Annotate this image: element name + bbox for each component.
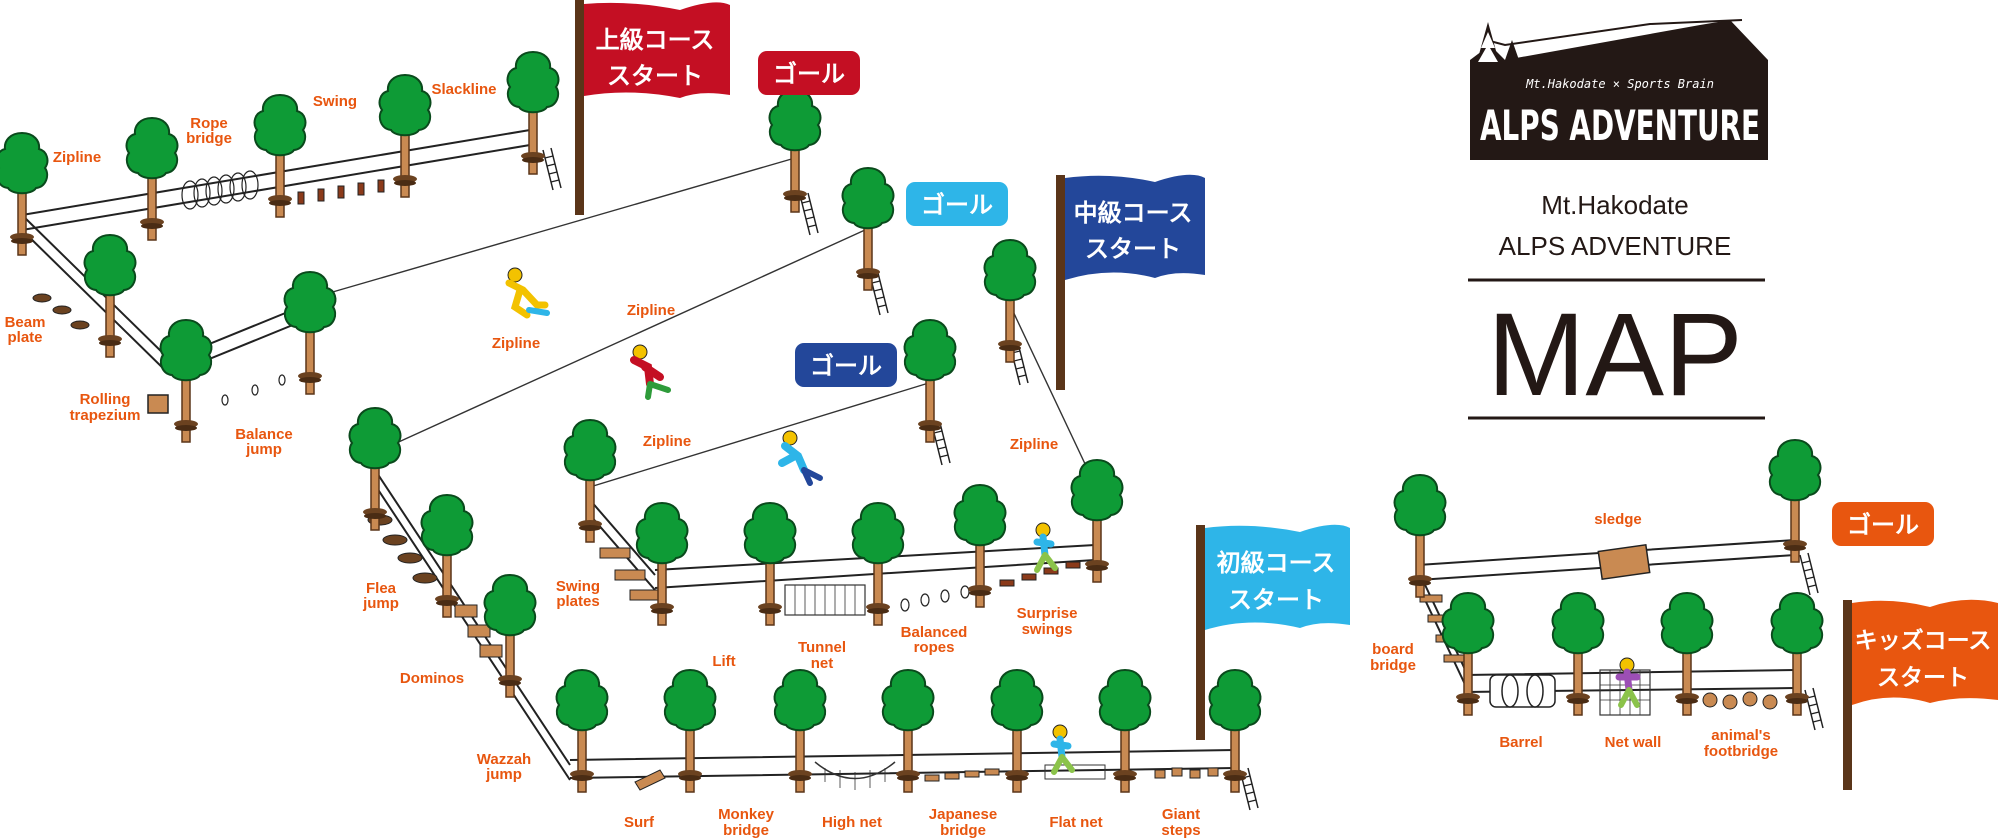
surf-element (634, 769, 666, 791)
label-monkey-bridge-2: bridge (723, 822, 769, 838)
barrel-element (1489, 674, 1556, 708)
swing-element (297, 179, 385, 205)
label-zipline-c: Zipline (643, 433, 691, 450)
label-wazzah-jump-2: jump (485, 766, 522, 783)
balance-jump-element (221, 374, 286, 406)
label-barrel: Barrel (1499, 734, 1542, 751)
balanced-ropes-element (900, 585, 970, 612)
label-balance-jump-1: Balance (235, 426, 293, 443)
logo-tagline: Mt.Hakodate × Sports Brain (1525, 77, 1714, 91)
label-tunnel-net-1: Tunnel (798, 639, 846, 656)
map-title: MAP (1487, 289, 1743, 421)
title-subtitle-line2: ALPS ADVENTURE (1499, 231, 1732, 261)
flag-intermediate-start: 中級コース スタート (1056, 174, 1205, 390)
tree-silhouette-icon (1478, 32, 1498, 62)
goal-beginner: ゴール (906, 182, 1008, 226)
sledge-element (1597, 543, 1651, 581)
label-board-bridge-1: board (1372, 641, 1414, 658)
label-zipline-a: Zipline (627, 302, 675, 319)
label-zipline-top: Zipline (53, 149, 101, 166)
advanced-start-line2: スタート (607, 62, 703, 90)
label-board-bridge-2: bridge (1370, 657, 1416, 674)
label-balance-jump-2: jump (245, 441, 282, 458)
flag-advanced-start: 上級コース スタート (575, 0, 730, 215)
climber-netwall (1615, 657, 1641, 708)
dominos-element (454, 604, 503, 658)
label-balanced-ropes-1: Balanced (901, 624, 968, 641)
label-swing-plates-2: plates (556, 593, 599, 610)
element-labels: Zipline Rope bridge Swing Slackline Beam… (5, 81, 1779, 838)
label-flea-jump-1: Flea (366, 580, 397, 597)
japanese-bridge-element (924, 768, 1000, 782)
label-giant-steps-1: Giant (1162, 806, 1200, 823)
beam-plate-element (32, 293, 90, 330)
intermediate-start-line1: 中級コース (1074, 199, 1193, 227)
rider-blue (778, 430, 823, 486)
alps-adventure-logo: Mt.Hakodate × Sports Brain ALPS ADVENTUR… (1470, 19, 1768, 160)
label-zipline-d: Zipline (1010, 436, 1058, 453)
goal-beginner-label: ゴール (921, 191, 993, 219)
label-wazzah-jump-1: Wazzah (477, 751, 531, 768)
goal-kids: ゴール (1832, 502, 1934, 546)
climber-surprise (1033, 522, 1058, 573)
animals-footbridge-element (1702, 691, 1778, 710)
flat-net-element (1044, 764, 1106, 780)
label-giant-steps-2: steps (1161, 822, 1200, 838)
rope-bridge-element (181, 170, 259, 210)
label-beam-plate-2: plate (7, 329, 42, 346)
surprise-swings-element (999, 561, 1081, 587)
goal-advanced-label: ゴール (773, 60, 845, 88)
label-balanced-ropes-2: ropes (914, 639, 955, 656)
flag-beginner-start: 初級コース スタート (1196, 524, 1350, 740)
beginner-start-line1: 初級コース (1217, 549, 1336, 577)
label-animals-footbridge-1: animal's (1711, 727, 1770, 744)
label-flat-net: Flat net (1049, 814, 1102, 831)
label-surprise-swings-1: Surprise (1017, 605, 1078, 622)
label-surf: Surf (624, 814, 655, 831)
intermediate-start-line2: スタート (1085, 235, 1181, 263)
rider-red (630, 344, 671, 400)
goal-intermediate-label: ゴール (810, 352, 882, 380)
label-zipline-b: Zipline (492, 335, 540, 352)
kids-start-line2: スタート (1877, 665, 1969, 691)
label-japanese-bridge-1: Japanese (929, 806, 997, 823)
giant-steps-element (1154, 767, 1219, 779)
label-beam-plate-1: Beam (5, 314, 46, 331)
logo-wordmark: ALPS ADVENTURE (1480, 101, 1760, 150)
label-slackline: Slackline (431, 81, 496, 98)
rolling-trapezium-element (147, 394, 169, 414)
kids-start-line1: キッズコース (1855, 627, 1992, 654)
title-subtitle-line1: Mt.Hakodate (1541, 190, 1688, 220)
label-swing-plates-1: Swing (556, 578, 600, 595)
label-japanese-bridge-2: bridge (940, 822, 986, 838)
goal-advanced: ゴール (758, 51, 860, 95)
beginner-start-line2: スタート (1228, 586, 1324, 614)
advanced-start-line1: 上級コース (596, 26, 715, 54)
flag-kids-start: キッズコース スタート (1843, 599, 1998, 790)
label-net-wall: Net wall (1605, 734, 1662, 751)
label-rope-bridge-2: bridge (186, 130, 232, 147)
label-surprise-swings-2: swings (1022, 621, 1073, 638)
label-rope-bridge-1: Rope (190, 115, 228, 132)
swing-plates-element (599, 547, 661, 601)
label-swing: Swing (313, 93, 357, 110)
label-animals-footbridge-2: footbridge (1704, 743, 1778, 760)
label-high-net: High net (822, 814, 882, 831)
label-monkey-bridge-1: Monkey (718, 806, 775, 823)
zipline-riders (505, 267, 1641, 775)
label-tunnel-net-2: net (811, 655, 834, 672)
label-lift: Lift (712, 653, 735, 670)
label-rolling-trapezium-2: trapezium (70, 407, 141, 424)
rider-yellow (505, 267, 550, 319)
goal-kids-label: ゴール (1847, 511, 1919, 539)
label-dominos: Dominos (400, 670, 464, 687)
climber-flatnet (1050, 724, 1075, 775)
course-elements (32, 170, 1778, 791)
goal-intermediate: ゴール (795, 343, 897, 387)
label-rolling-trapezium-1: Rolling (80, 391, 131, 408)
label-sledge: sledge (1594, 511, 1642, 528)
label-flea-jump-2: jump (362, 595, 399, 612)
title-block: Mt.Hakodate ALPS ADVENTURE MAP (1468, 190, 1765, 421)
